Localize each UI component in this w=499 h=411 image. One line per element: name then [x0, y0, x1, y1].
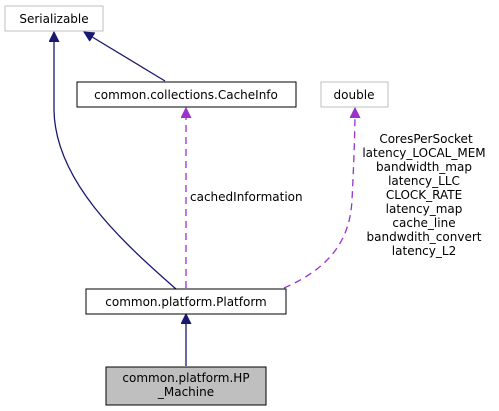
node-double[interactable]: double [320, 81, 389, 108]
node-cacheinfo[interactable]: common.collections.CacheInfo [76, 81, 297, 108]
member-label: latency_LLC [388, 174, 460, 188]
node-platform[interactable]: common.platform.Platform [85, 288, 287, 315]
member-label: CoresPerSocket [379, 132, 473, 146]
node-hpmachine-label-line2: _Machine [157, 385, 214, 399]
node-cacheinfo-label: common.collections.CacheInfo [94, 88, 278, 102]
member-label: latency_LOCAL_MEM [362, 146, 485, 160]
node-platform-label: common.platform.Platform [105, 295, 267, 309]
member-label: latency_map [386, 202, 463, 216]
edge-label-platform-double-members: CoresPerSocket latency_LOCAL_MEM bandwid… [362, 132, 485, 258]
member-label: bandwdith_convert [367, 230, 482, 244]
edge-platform-to-double [283, 108, 355, 289]
member-label: latency_L2 [392, 244, 456, 258]
node-hpmachine[interactable]: common.platform.HP _Machine [105, 366, 267, 406]
edge-cacheinfo-to-serializable [84, 32, 166, 82]
edge-platform-to-serializable [54, 32, 177, 290]
edge-label-cached-information: cachedInformation [190, 190, 303, 204]
member-label: bandwidth_map [376, 160, 472, 174]
member-label: CLOCK_RATE [386, 188, 462, 202]
node-serializable-label: Serializable [19, 12, 88, 26]
node-double-label: double [334, 88, 375, 102]
node-hpmachine-label-line1: common.platform.HP [122, 371, 249, 385]
node-serializable[interactable]: Serializable [4, 5, 104, 32]
member-label: cache_line [392, 216, 455, 230]
